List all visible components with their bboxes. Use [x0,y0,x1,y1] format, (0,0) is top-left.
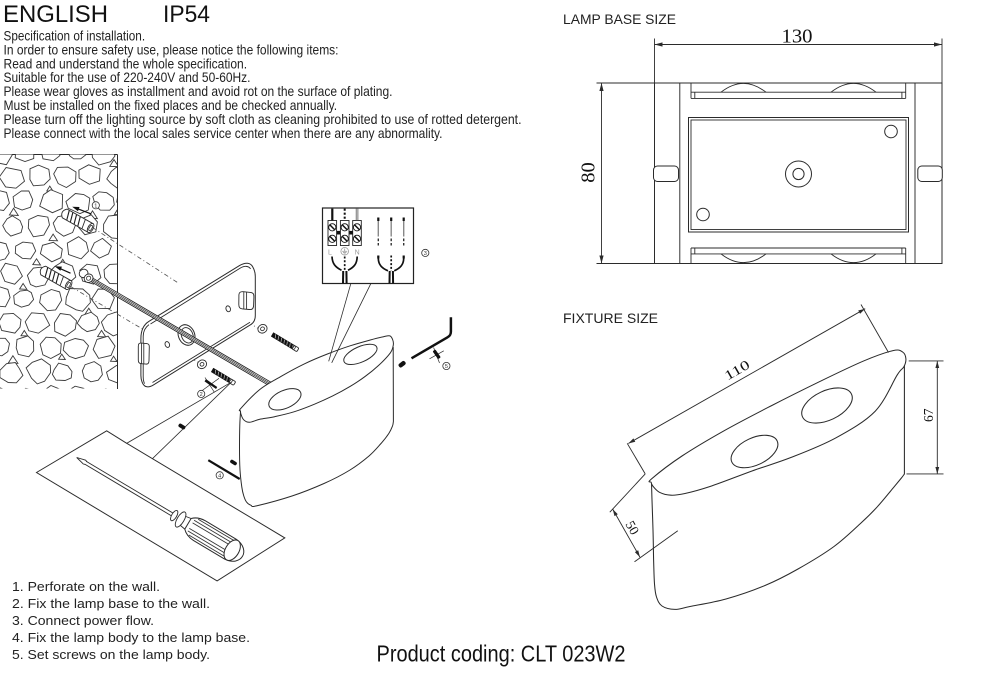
svg-text:Read and understand the whole: Read and understand the whole specificat… [4,55,248,71]
svg-text:ENGLISH: ENGLISH [3,1,108,28]
svg-text:2. Fix the lamp base to the wa: 2. Fix the lamp base to the wall. [12,597,210,611]
svg-text:Please connect with the local: Please connect with the local sales serv… [4,125,443,141]
svg-text:Must be installed on the fixed: Must be installed on the fixed places an… [4,97,338,113]
svg-text:FIXTURE SIZE: FIXTURE SIZE [563,310,658,326]
svg-text:In order to ensure safety use,: In order to ensure safety use, please no… [4,41,339,57]
svg-text:L: L [328,250,332,257]
svg-text:2: 2 [200,392,203,398]
svg-text:130: 130 [782,26,813,48]
svg-text:Product coding: CLT 023W2: Product coding: CLT 023W2 [377,641,626,667]
svg-text:Suitable for the use of 220-24: Suitable for the use of 220-240V and 50-… [4,69,251,85]
svg-text:67: 67 [921,408,936,422]
svg-text:N: N [355,250,360,257]
svg-text:4. Fix the lamp body to the la: 4. Fix the lamp body to the lamp base. [12,631,250,645]
svg-text:3. Connect power flow.: 3. Connect power flow. [12,614,154,628]
svg-text:IP54: IP54 [163,1,210,28]
svg-text:4: 4 [218,473,221,479]
svg-text:3: 3 [424,251,427,257]
svg-text:1. Perforate on the wall.: 1. Perforate on the wall. [12,580,160,594]
svg-text:5: 5 [445,364,448,370]
svg-text:LAMP BASE SIZE: LAMP BASE SIZE [563,11,676,27]
svg-text:5. Set screws on the lamp body: 5. Set screws on the lamp body. [12,648,210,662]
svg-text:Specification of installation.: Specification of installation. [4,28,146,44]
svg-text:80: 80 [578,162,600,183]
svg-text:Please turn off the lighting s: Please turn off the lighting source by s… [4,111,522,127]
svg-text:Please wear gloves as installm: Please wear gloves as installment and av… [4,83,393,99]
svg-text:1: 1 [94,203,97,209]
